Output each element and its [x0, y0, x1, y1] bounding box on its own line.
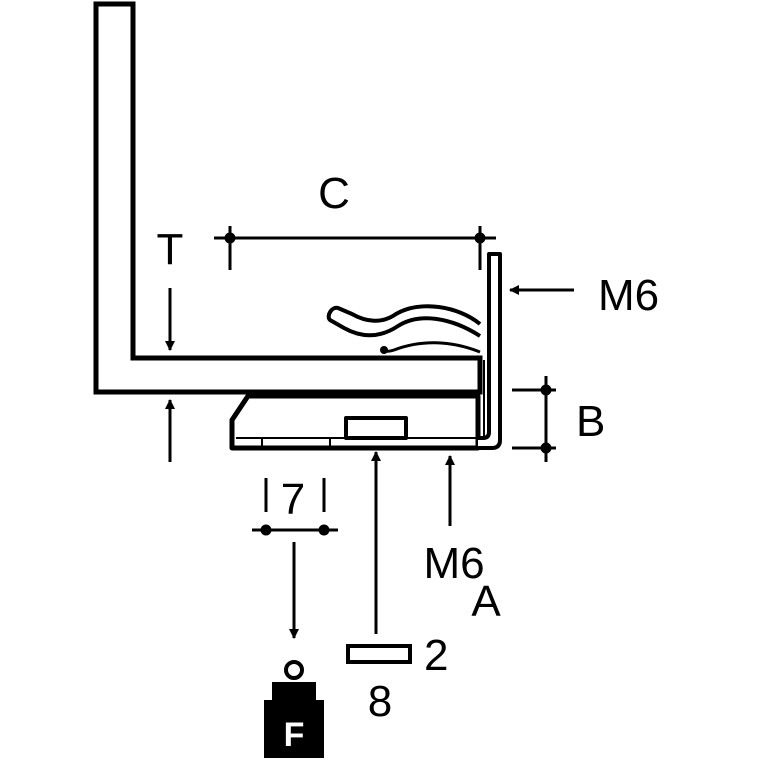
label-c: C [318, 169, 350, 218]
label-7: 7 [281, 475, 305, 524]
label-m6-right: M6 [598, 271, 659, 320]
label-2: 2 [424, 631, 448, 680]
label-m6-bottom: M6 [423, 539, 484, 588]
label-b: B [576, 397, 605, 446]
label-a: A [471, 577, 501, 626]
beam-profile [93, 1, 483, 395]
dimension-7 [252, 478, 338, 536]
weight-icon: F [264, 660, 324, 758]
dimension-b [512, 376, 556, 462]
weight-label: F [284, 716, 305, 754]
clip-body [229, 252, 502, 451]
dimension-c [214, 226, 496, 270]
label-t: T [157, 225, 184, 274]
label-8: 8 [368, 677, 392, 726]
flat-bar-icon [346, 644, 412, 664]
